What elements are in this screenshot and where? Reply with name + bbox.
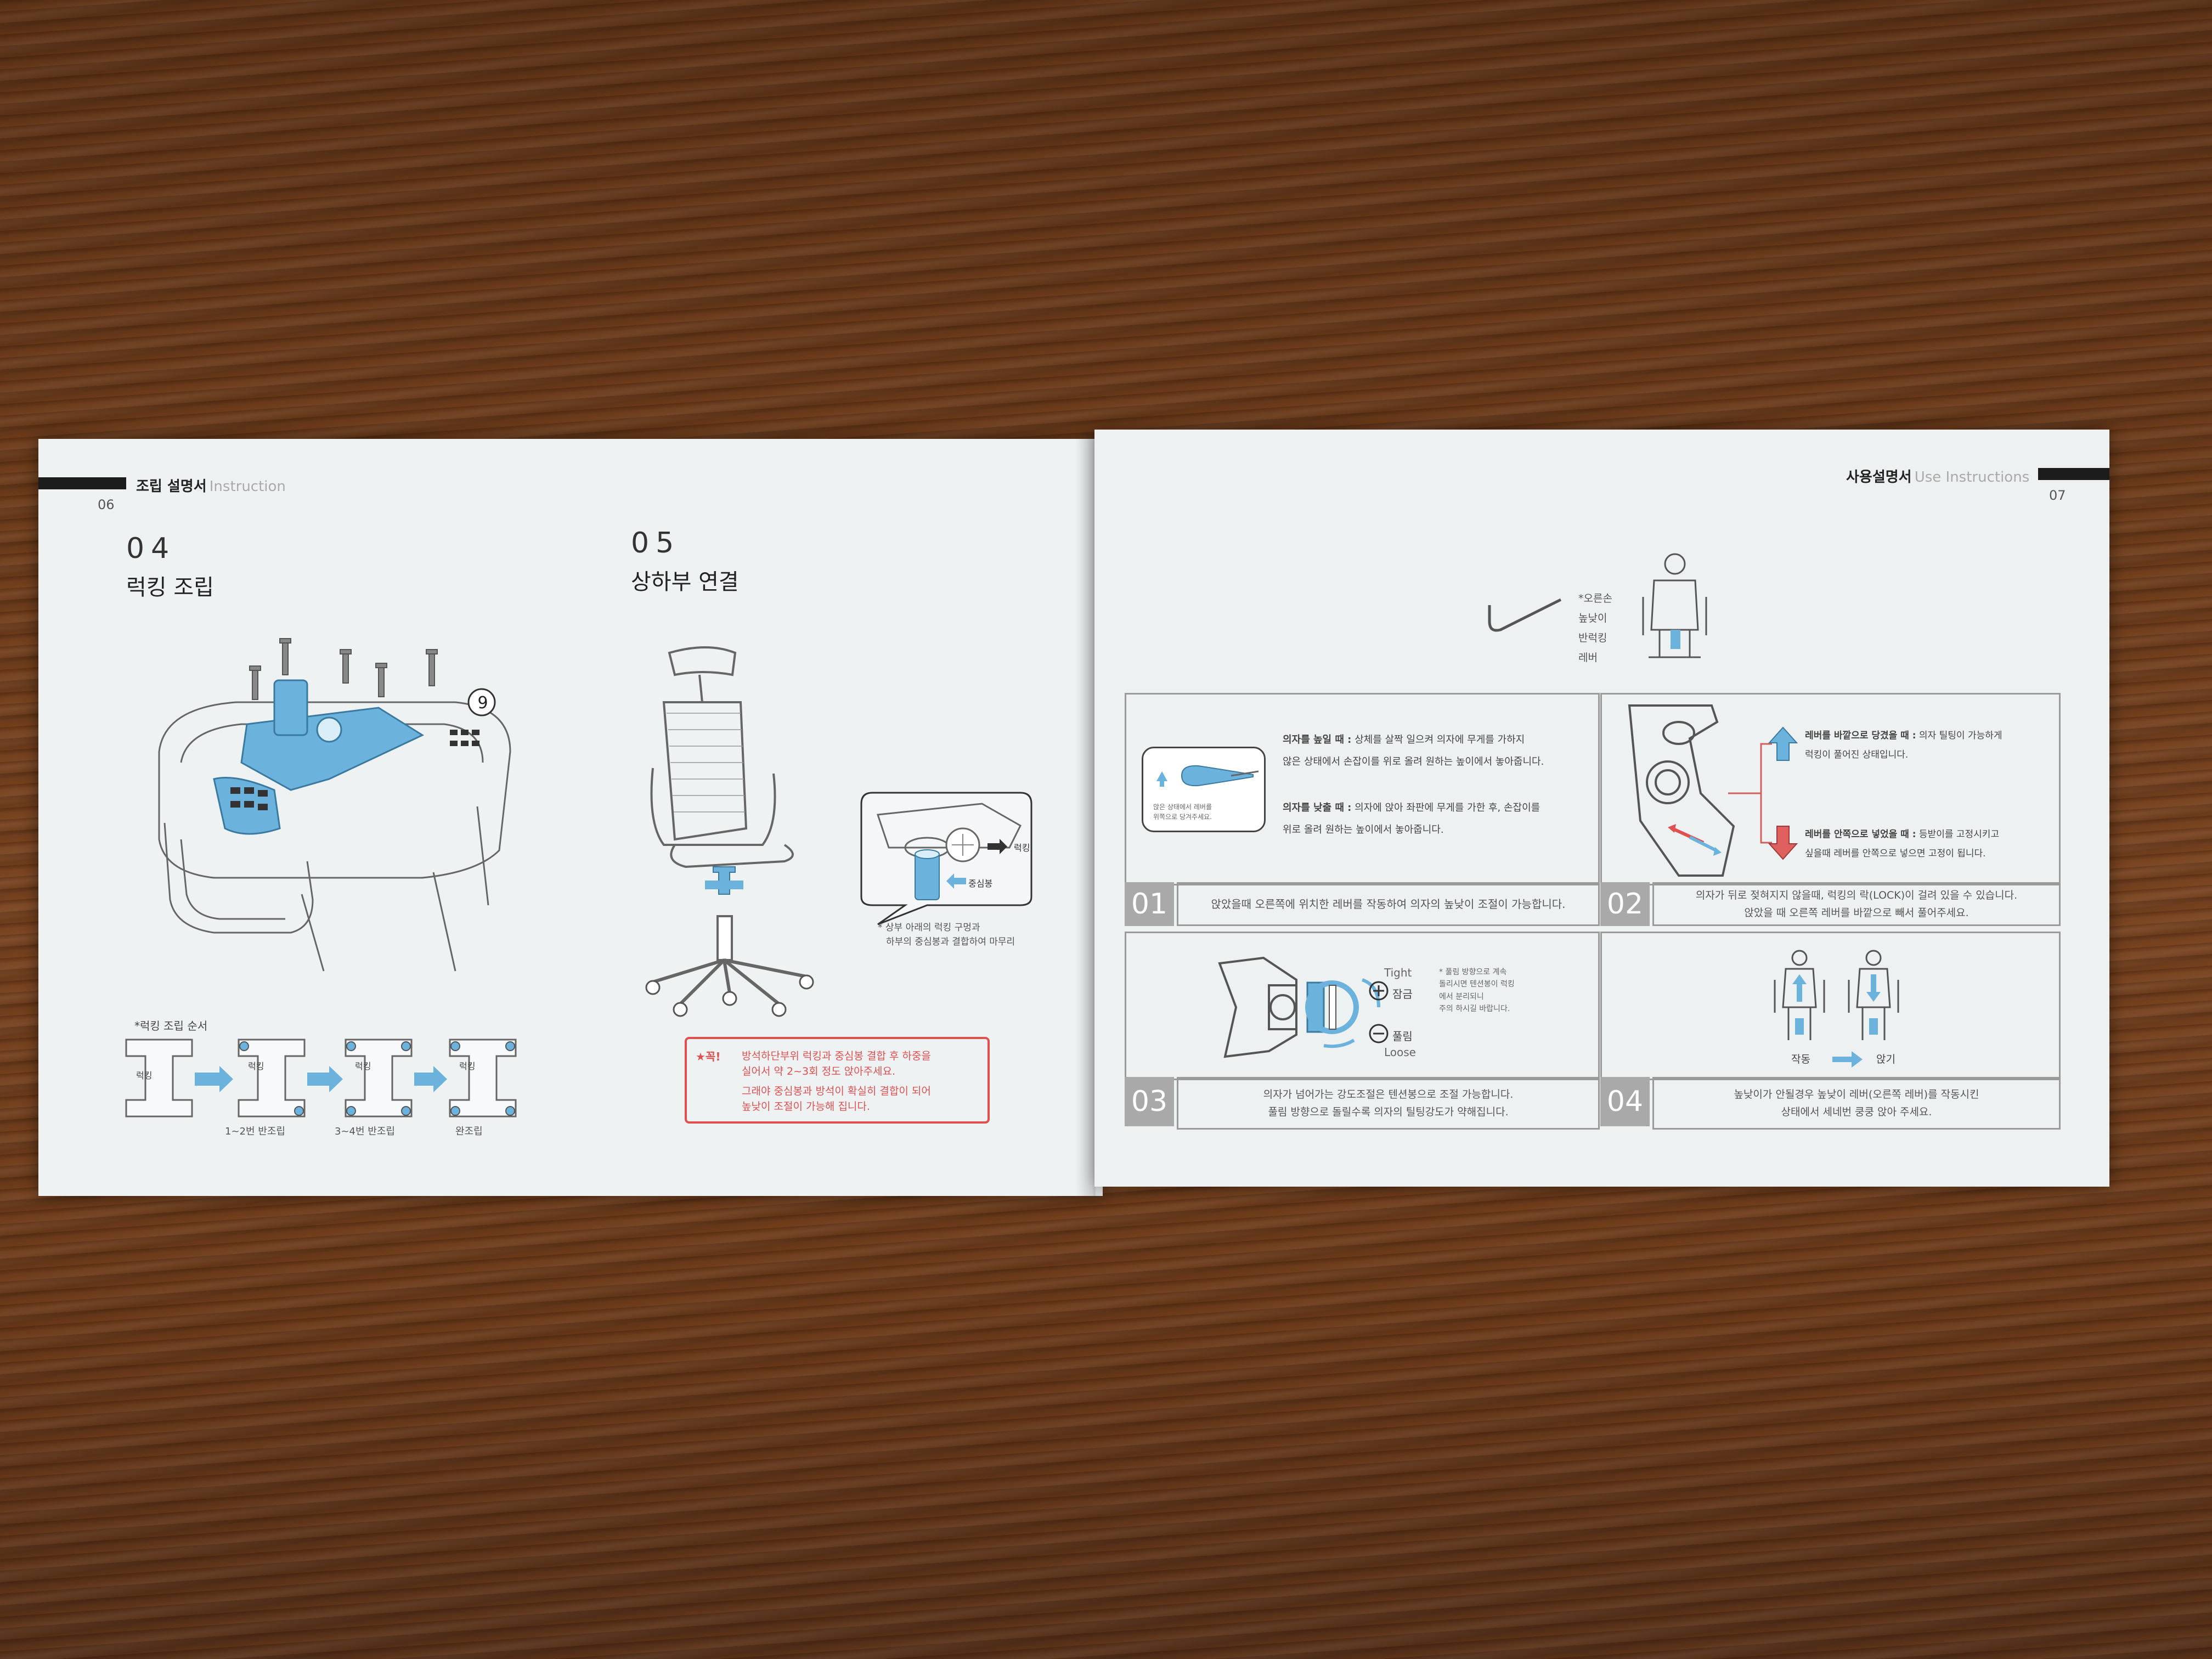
lower-bold: 의자를 낮출 때 : [1283,802,1352,814]
height-reset-diagram [1774,950,1899,1040]
panel-04-illustration: 작동 앉기 [1600,932,2061,1080]
locking-plate [213,679,479,835]
sequence-step-2: 3~4번 반조립 [335,1126,395,1137]
assembly-sequence [125,1039,517,1118]
detail-callout [860,792,1032,926]
loosen-label: 풀림 [1392,1030,1413,1043]
panel-01-caption: 앉았을때 오른쪽에 위치한 레버를 작동하여 의자의 높낮이 조절이 가능합니다… [1177,882,1600,926]
raise-text1: 상체를 살짝 일으켜 의자에 무게를 가하지 [1355,734,1525,746]
pull-text1: 의자 틸팅이 가능하게 [1918,730,2002,741]
plate-label: 럭킹 [355,1061,371,1071]
tighten-label: 잠금 [1392,988,1413,1001]
page-number: 06 [98,497,115,512]
sequence-step-1: 1~2번 반조립 [225,1126,285,1137]
sit-label: 앉기 [1876,1053,1895,1065]
panel-04-number: 04 [1600,1077,1650,1126]
lever-icon [1488,598,1562,632]
lower-text2: 위로 올려 원하는 높이에서 놓아줍니다. [1283,824,1444,836]
raise-instruction: 의자를 높일 때 : 상체를 살짝 일으켜 의자에 무게를 가하지 [1283,732,1525,746]
pull-arrow-icon [1768,726,1798,761]
sequence-step-3: 완조립 [455,1126,483,1137]
mechanism-diagram [1628,704,1735,877]
plate-label: 럭킹 [136,1070,153,1081]
header-title: 사용설명서 [1846,469,1912,486]
header: 사용설명서 Use Instructions [1846,466,2029,486]
pull-instruction: 레버를 바깥으로 당겼을 때 : 의자 틸팅이 가능하게 [1805,727,2002,741]
page-number: 07 [2049,488,2066,503]
panel-04-caption: 높낮이가 안될경우 높낮이 레버(오른쪽 레버)를 작동시킨 상태에서 세네번 … [1652,1077,2061,1130]
panel-03-number: 03 [1125,1077,1174,1126]
left-page: 조립 설명서 Instruction 06 04 럭킹 조립 [38,439,1103,1196]
step-title: 상하부 연결 [631,569,739,595]
panel-01-number: 01 [1125,882,1174,926]
panel-02-caption: 의자가 뒤로 젖혀지지 않을때, 럭킹의 락(LOCK)이 걸려 있을 수 있습… [1652,882,2061,926]
step-number: 05 [631,527,681,560]
panel-01-illustration: 앉은 상태에서 레버를 위쪽으로 당겨주세요. 의자를 높일 때 : 상체를 살… [1125,693,1600,885]
plus-minus-icons [1369,981,1389,1043]
screws [249,638,438,700]
callout-locking: 럭킹 [1014,843,1030,853]
tension-note: * 풀림 방향으로 계속 돌리시면 텐션봉이 럭킹 에서 분리되니 주의 하시길… [1439,968,1515,1014]
raise-bold: 의자를 높일 때 : [1283,734,1352,746]
plate-label: 럭킹 [459,1061,476,1071]
step-badge-circle [467,688,496,716]
lower-text1: 의자에 앉아 좌판에 무게를 가한 후, 손잡이를 [1355,802,1541,814]
header-subtitle: Use Instructions [1914,469,2030,486]
header-subtitle: Instruction [209,478,286,495]
step-title: 럭킹 조립 [126,575,214,600]
lever-inset: 앉은 상태에서 레버를 위쪽으로 당겨주세요. [1142,747,1266,832]
order-label: *럭킹 조립 순서 [134,1019,208,1032]
push-instruction: 레버를 안쪽으로 넣었을 때 : 등받이를 고정시키고 [1805,826,1999,840]
chair-illustration [645,646,814,1017]
panel-03-illustration: Tight 잠금 풀림 Loose * 풀림 방향으로 계속 돌리시면 텐션봉이… [1125,932,1600,1080]
push-text1: 등받이를 고정시키고 [1918,829,2000,840]
tension-knob-diagram [1218,956,1380,1058]
warning-line3: 그래야 중심봉과 방석이 확실히 결합이 되어 [742,1085,931,1097]
lower-instruction: 의자를 낮출 때 : 의자에 앉아 좌판에 무게를 가한 후, 손잡이를 [1283,800,1540,814]
push-text2: 싶을때 레버를 안쪽으로 넣으면 고정이 됩니다. [1805,848,1986,859]
push-bold: 레버를 안쪽으로 넣었을 때 : [1805,829,1916,840]
pull-bold: 레버를 바깥으로 당겼을 때 : [1805,730,1916,741]
warning-star: ★꼭! [696,1050,721,1063]
step-number: 04 [126,532,176,565]
lever-note: *오른손 높낮이 반럭킹 레버 [1578,592,1612,664]
note-line2: 하부의 중심봉과 결합하여 마무리 [886,936,1015,947]
sequence-arrow-icon [1832,1051,1863,1068]
right-page: 사용설명서 Use Instructions 07 *오른손 높낮이 반럭킹 레… [1094,430,2109,1187]
header: 조립 설명서 Instruction [136,475,286,495]
base-assembly [645,866,814,1017]
seat-locking-illustration [158,638,511,972]
note-line1: * 상부 아래의 럭킹 구멍과 [878,922,980,933]
warning-line4: 높낮이 조절이 가능해 집니다. [742,1101,870,1113]
panel-02-illustration: 레버를 바깥으로 당겼을 때 : 의자 틸팅이 가능하게 럭킹이 풀어진 상태입… [1600,693,2061,885]
callout-rod: 중심봉 [968,878,993,889]
panel-03-caption: 의자가 넘어가는 강도조절은 텐션봉으로 조절 가능합니다. 풀림 방향으로 돌… [1177,1077,1600,1130]
warning-box: ★꼭! 방석하단부위 럭킹과 중심봉 결합 후 하중을 실어서 약 2~3회 정… [685,1037,990,1124]
plate-label: 럭킹 [248,1061,264,1071]
header-bar [38,477,126,489]
header-title: 조립 설명서 [136,478,207,495]
tight-label: Tight [1384,966,1412,979]
act-label: 작동 [1791,1053,1810,1065]
push-arrow-icon [1768,826,1798,860]
step-badge: 9 [477,693,488,713]
panel-02-number: 02 [1600,882,1650,926]
seated-person-icon [1642,553,1707,658]
lever-diagram [1156,765,1259,787]
warning-line2: 실어서 약 2~3회 정도 앉아주세요. [742,1065,896,1077]
header-bar [2038,468,2109,480]
loose-label: Loose [1384,1046,1416,1059]
inset-text: 앉은 상태에서 레버를 위쪽으로 당겨주세요. [1153,803,1212,821]
pull-text2: 럭킹이 풀어진 상태입니다. [1805,749,1909,760]
lever-pointer [1728,743,1772,844]
warning-line1: 방석하단부위 럭킹과 중심봉 결합 후 하중을 [742,1050,931,1062]
raise-text2: 않은 상태에서 손잡이를 위로 올려 원하는 높이에서 놓아줍니다. [1283,756,1544,768]
